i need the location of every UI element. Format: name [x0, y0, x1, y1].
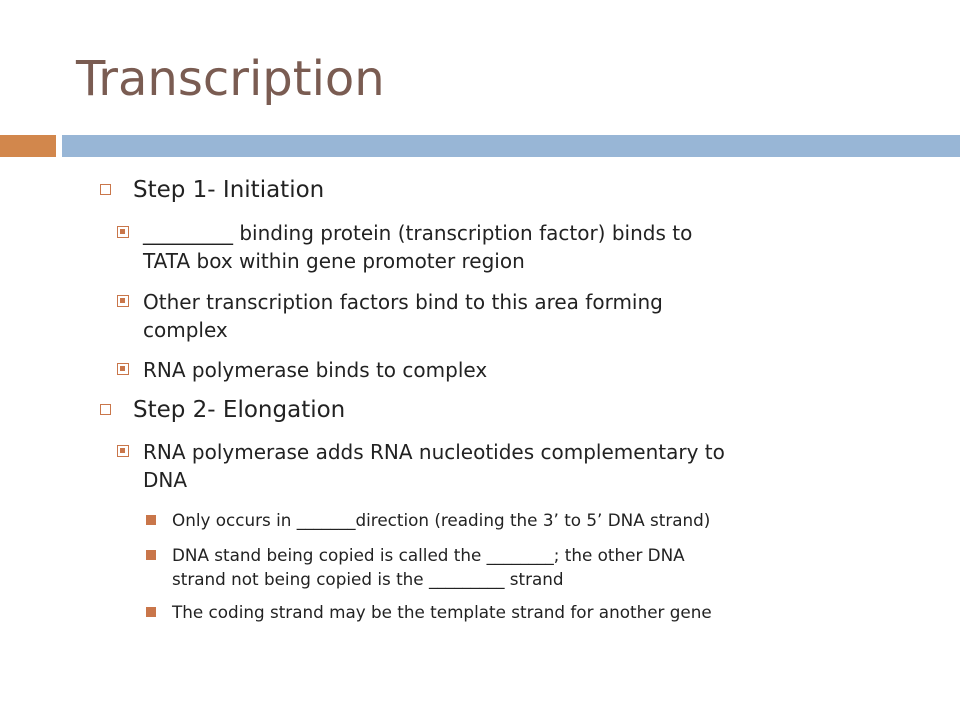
accent-bar	[0, 135, 56, 157]
header-bar	[62, 135, 960, 157]
filled-square-bullet-icon	[146, 515, 156, 525]
square-bullet-icon	[117, 295, 129, 307]
bullet-line: Only occurs in _______direction (reading…	[172, 510, 711, 530]
bullet-text: RNA polymerase binds to complex	[143, 356, 903, 384]
square-bullet-icon	[117, 226, 129, 238]
bullet-text: DNA stand being copied is called the ___…	[172, 543, 912, 591]
bullet-line: complex	[143, 318, 228, 342]
bullet-text: Other transcription factors bind to this…	[143, 288, 903, 344]
square-bullet-icon	[117, 445, 129, 457]
hollow-square-bullet-icon	[100, 404, 111, 415]
bullet-text: Step 2- Elongation	[133, 397, 346, 423]
bullet-line: _________ binding protein (transcription…	[143, 221, 693, 245]
bullet-text: Step 1- Initiation	[133, 177, 325, 203]
bullet-text: Only occurs in _______direction (reading…	[172, 508, 912, 532]
bullet-line: RNA polymerase binds to complex	[143, 358, 488, 382]
bullet-line: Other transcription factors bind to this…	[143, 290, 663, 314]
filled-square-bullet-icon	[146, 607, 156, 617]
bullet-text: The coding strand may be the template st…	[172, 600, 912, 624]
bullet-line: DNA	[143, 468, 188, 492]
bullet-line: strand not being copied is the _________…	[172, 569, 564, 589]
slide-title: Transcription	[76, 51, 385, 107]
hollow-square-bullet-icon	[100, 184, 111, 195]
bullet-line: The coding strand may be the template st…	[172, 602, 712, 622]
square-bullet-icon	[117, 363, 129, 375]
bullet-line: DNA stand being copied is called the ___…	[172, 545, 685, 565]
bullet-text: _________ binding protein (transcription…	[143, 219, 903, 275]
bullet-text: RNA polymerase adds RNA nucleotides comp…	[143, 438, 903, 494]
bullet-line: RNA polymerase adds RNA nucleotides comp…	[143, 440, 725, 464]
filled-square-bullet-icon	[146, 550, 156, 560]
bullet-line: TATA box within gene promoter region	[143, 249, 525, 273]
